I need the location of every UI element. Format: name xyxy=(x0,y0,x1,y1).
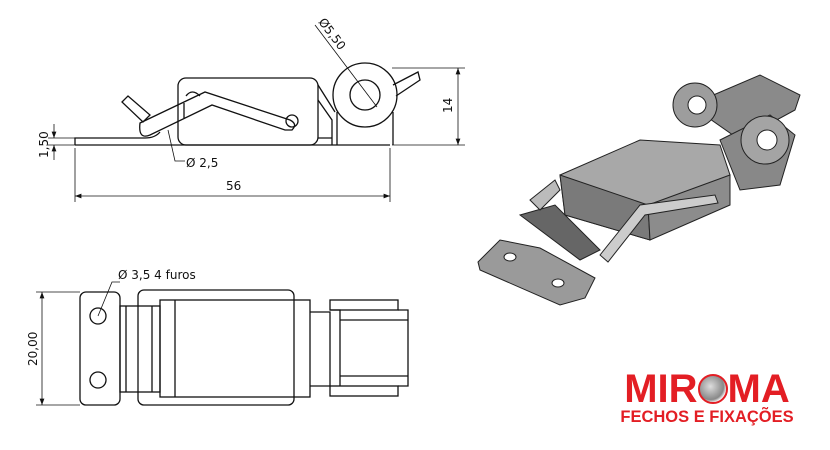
length-label: 56 xyxy=(226,179,241,193)
side-view: Ø5,50 14 1,50 Ø 2,5 56 xyxy=(37,15,465,202)
height-label: 14 xyxy=(441,98,455,113)
eye-diameter-leader xyxy=(314,24,378,108)
thickness-label: 1,50 xyxy=(37,131,51,158)
miroma-logo: MIR MA FECHOS E FIXAÇÕES xyxy=(612,367,802,426)
top-view: Ø 3,5 4 furos 20,00 xyxy=(26,268,409,406)
globe-icon xyxy=(697,374,728,404)
logo-text-left: MIR xyxy=(624,367,698,411)
logo-tagline: FECHOS E FIXAÇÕES xyxy=(620,408,794,426)
logo-text-right: MA xyxy=(727,367,790,411)
isometric-view xyxy=(477,74,801,306)
wire-diameter-label: Ø 2,5 xyxy=(186,156,218,170)
holes-label: Ø 3,5 4 furos xyxy=(118,268,196,282)
width-label: 20,00 xyxy=(26,332,40,366)
